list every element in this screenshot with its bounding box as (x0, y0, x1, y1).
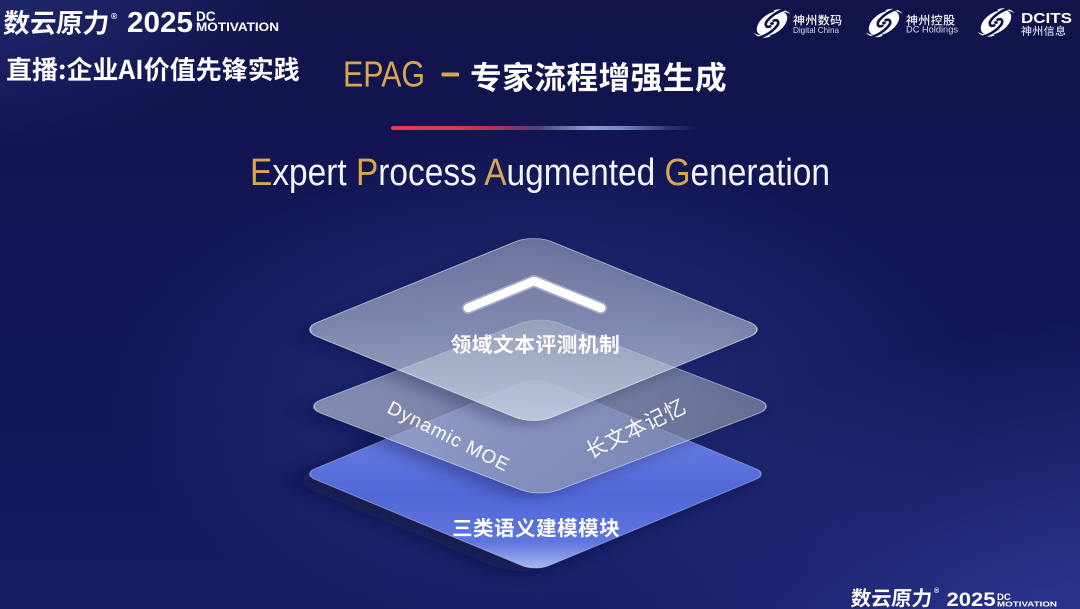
svg-text:®: ® (934, 587, 940, 595)
svg-text:MOTIVATION: MOTIVATION (997, 599, 1057, 608)
svg-text:2025: 2025 (947, 590, 996, 609)
svg-text:MOTIVATION: MOTIVATION (196, 22, 279, 34)
svg-text:DC Holdings: DC Holdings (906, 25, 959, 35)
svg-text:DC: DC (196, 9, 216, 24)
svg-text:Expert Process Augmented Gener: Expert Process Augmented Generation (250, 152, 830, 194)
svg-text:®: ® (111, 11, 118, 21)
svg-text:DCITS: DCITS (1021, 11, 1072, 27)
svg-text:EPAG: EPAG (343, 54, 425, 95)
svg-text:Digital China: Digital China (793, 25, 839, 35)
svg-text:2025: 2025 (127, 7, 193, 39)
svg-text:DC: DC (997, 592, 1011, 603)
